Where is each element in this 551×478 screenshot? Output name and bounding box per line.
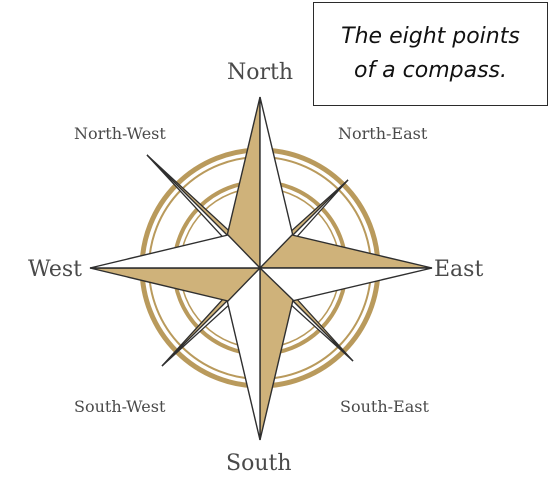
label-south-east: South-East <box>340 397 429 416</box>
cardinal-points <box>90 97 432 440</box>
label-north-east: North-East <box>338 124 427 143</box>
label-east: East <box>434 257 483 282</box>
label-south-west: South-West <box>74 397 165 416</box>
label-south: South <box>226 451 292 476</box>
label-north-west: North-West <box>74 124 166 143</box>
label-north: North <box>227 60 293 85</box>
label-west: West <box>28 257 82 282</box>
